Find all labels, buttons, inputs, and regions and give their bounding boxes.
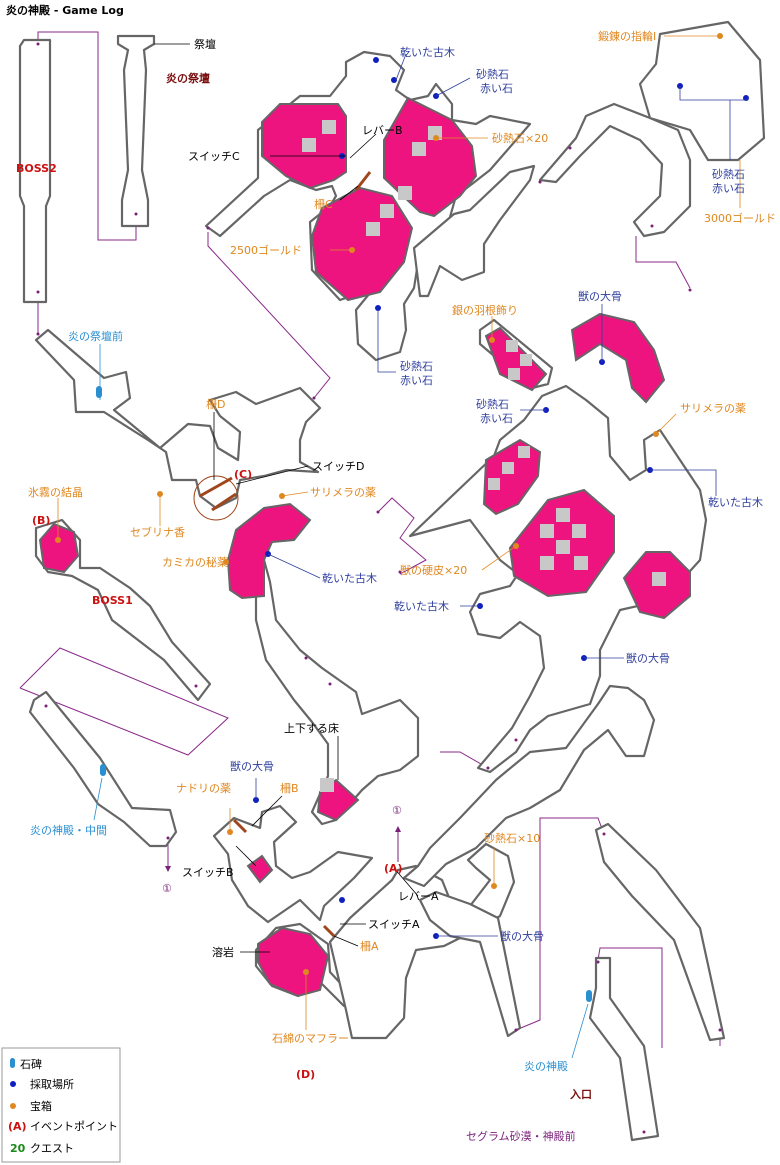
gate-a (322, 924, 336, 938)
label-dry-wood-3: 乾いた古木 (394, 600, 449, 613)
label-silver-feather: 銀の羽根飾り (452, 303, 518, 317)
label-sand-x20: 砂熱石×20 (492, 132, 548, 145)
monument-icon-temple (586, 990, 592, 1002)
label-dry-wood-4: 乾いた古木 (322, 572, 377, 585)
label-gate-c: 柵C (314, 197, 333, 211)
legend-event: イベントポイント (30, 1120, 118, 1133)
label-kamika: カミカの秘薬 (162, 555, 228, 569)
label-gate-b: 柵B (280, 781, 299, 795)
label-sand-red-1b: 赤い石 (480, 82, 513, 95)
label-event-c: (C) (234, 468, 252, 481)
label-sand-red-2a: 砂熱石 (712, 168, 745, 181)
grey-tiles (302, 120, 666, 792)
monument-icon-altar-front (96, 386, 102, 398)
route-dots (36, 42, 722, 1134)
label-segram: セグラム砂漠・神殿前 (466, 1129, 576, 1143)
label-lever-a: レバーA (398, 890, 439, 903)
map-labels: 祭壇 炎の祭壇 BOSS2 乾いた古木 砂熱石 赤い石 レバーB スイッチC 砂… (16, 29, 776, 1143)
label-switch-d: スイッチD (312, 460, 364, 473)
label-sebrina: セブリナ香 (130, 525, 185, 539)
label-lava: 溶岩 (212, 945, 234, 959)
page-title: 炎の神殿 - Game Log (6, 3, 124, 17)
legend-gather: 採取場所 (30, 1077, 74, 1091)
label-sand-red-2b: 赤い石 (712, 182, 745, 195)
label-event-a: (A) (384, 862, 403, 875)
monuments (96, 386, 592, 1002)
legend-event-mark: (A) (8, 1120, 27, 1133)
label-temple-mid: 炎の神殿・中間 (30, 823, 107, 837)
gates (193, 171, 372, 938)
label-circle-1-left: ① (162, 882, 172, 895)
label-beast-hide: 獣の硬皮×20 (400, 563, 467, 577)
gate-b (232, 818, 248, 834)
label-entrance: 入口 (570, 1088, 592, 1101)
label-beast-bone-2: 獣の大骨 (626, 651, 670, 665)
route-lines (19, 31, 721, 1048)
label-lift-floor: 上下する床 (284, 721, 339, 735)
legend-chest-icon (10, 1103, 16, 1109)
label-temple: 炎の神殿 (524, 1059, 568, 1073)
label-altar-front: 炎の祭壇前 (68, 329, 123, 343)
label-sand-red-4a: 砂熱石 (476, 398, 509, 411)
label-beast-bone-1: 獣の大骨 (578, 289, 622, 303)
label-switch-a: スイッチA (368, 918, 420, 931)
label-gold-2500: 2500ゴールド (230, 243, 302, 257)
legend-monument-icon (10, 1058, 15, 1068)
label-boss1: BOSS1 (92, 594, 133, 607)
label-event-d: (D) (296, 1068, 315, 1081)
label-beast-bone-3: 獣の大骨 (230, 759, 274, 773)
label-asbestos: 石綿のマフラー (272, 1031, 349, 1045)
label-nadori: ナドリの薬 (176, 782, 231, 795)
label-dry-wood-2: 乾いた古木 (708, 496, 763, 509)
label-switch-b: スイッチB (182, 866, 234, 879)
label-forged-ring: 鍛錬の指輪Ⅰ (598, 29, 656, 43)
label-dry-wood-1: 乾いた古木 (400, 46, 455, 59)
event-c-circle (193, 475, 239, 521)
label-ice-crystal: 氷霧の結晶 (28, 485, 83, 499)
label-gate-a: 柵A (360, 939, 379, 953)
label-circle-1-right: ① (392, 804, 402, 817)
legend-box (1, 1047, 121, 1163)
label-sarimera-1: サリメラの薬 (680, 402, 746, 415)
legend-quest-mark: 20 (10, 1142, 26, 1155)
label-switch-c: スイッチC (188, 150, 240, 163)
label-gold-3000: 3000ゴールド (704, 211, 776, 225)
legend-gather-icon (10, 1081, 16, 1087)
label-gate-d: 柵D (206, 397, 225, 411)
gate-d-2 (211, 492, 237, 512)
label-beast-bone-4: 獣の大骨 (500, 929, 544, 943)
label-boss2: BOSS2 (16, 162, 57, 175)
legend-monument: 石碑 (20, 1058, 42, 1071)
gate-c (354, 171, 372, 191)
label-lever-b: レバーB (362, 124, 403, 137)
label-altar: 炎の祭壇 (166, 71, 210, 85)
gate-d-1 (199, 476, 233, 498)
label-saidan: 祭壇 (194, 37, 216, 51)
label-sand-red-1a: 砂熱石 (476, 68, 509, 81)
label-sarimera-2: サリメラの薬 (310, 486, 376, 499)
legend-chest: 宝箱 (30, 1099, 52, 1113)
label-sand-x10: 砂熱石×10 (484, 832, 540, 845)
label-sand-red-4b: 赤い石 (480, 412, 513, 425)
label-sand-red-3b: 赤い石 (400, 374, 433, 387)
leader-lines (57, 35, 749, 1059)
lava-rooms (38, 96, 691, 998)
monument-icon-mid (100, 764, 106, 776)
legend: 石碑 採取場所 宝箱 (A) イベントポイント 20 クエスト (1, 1047, 121, 1163)
legend-quest: クエスト (30, 1142, 74, 1155)
label-sand-red-3a: 砂熱石 (400, 360, 433, 373)
label-event-b: (B) (32, 514, 50, 527)
